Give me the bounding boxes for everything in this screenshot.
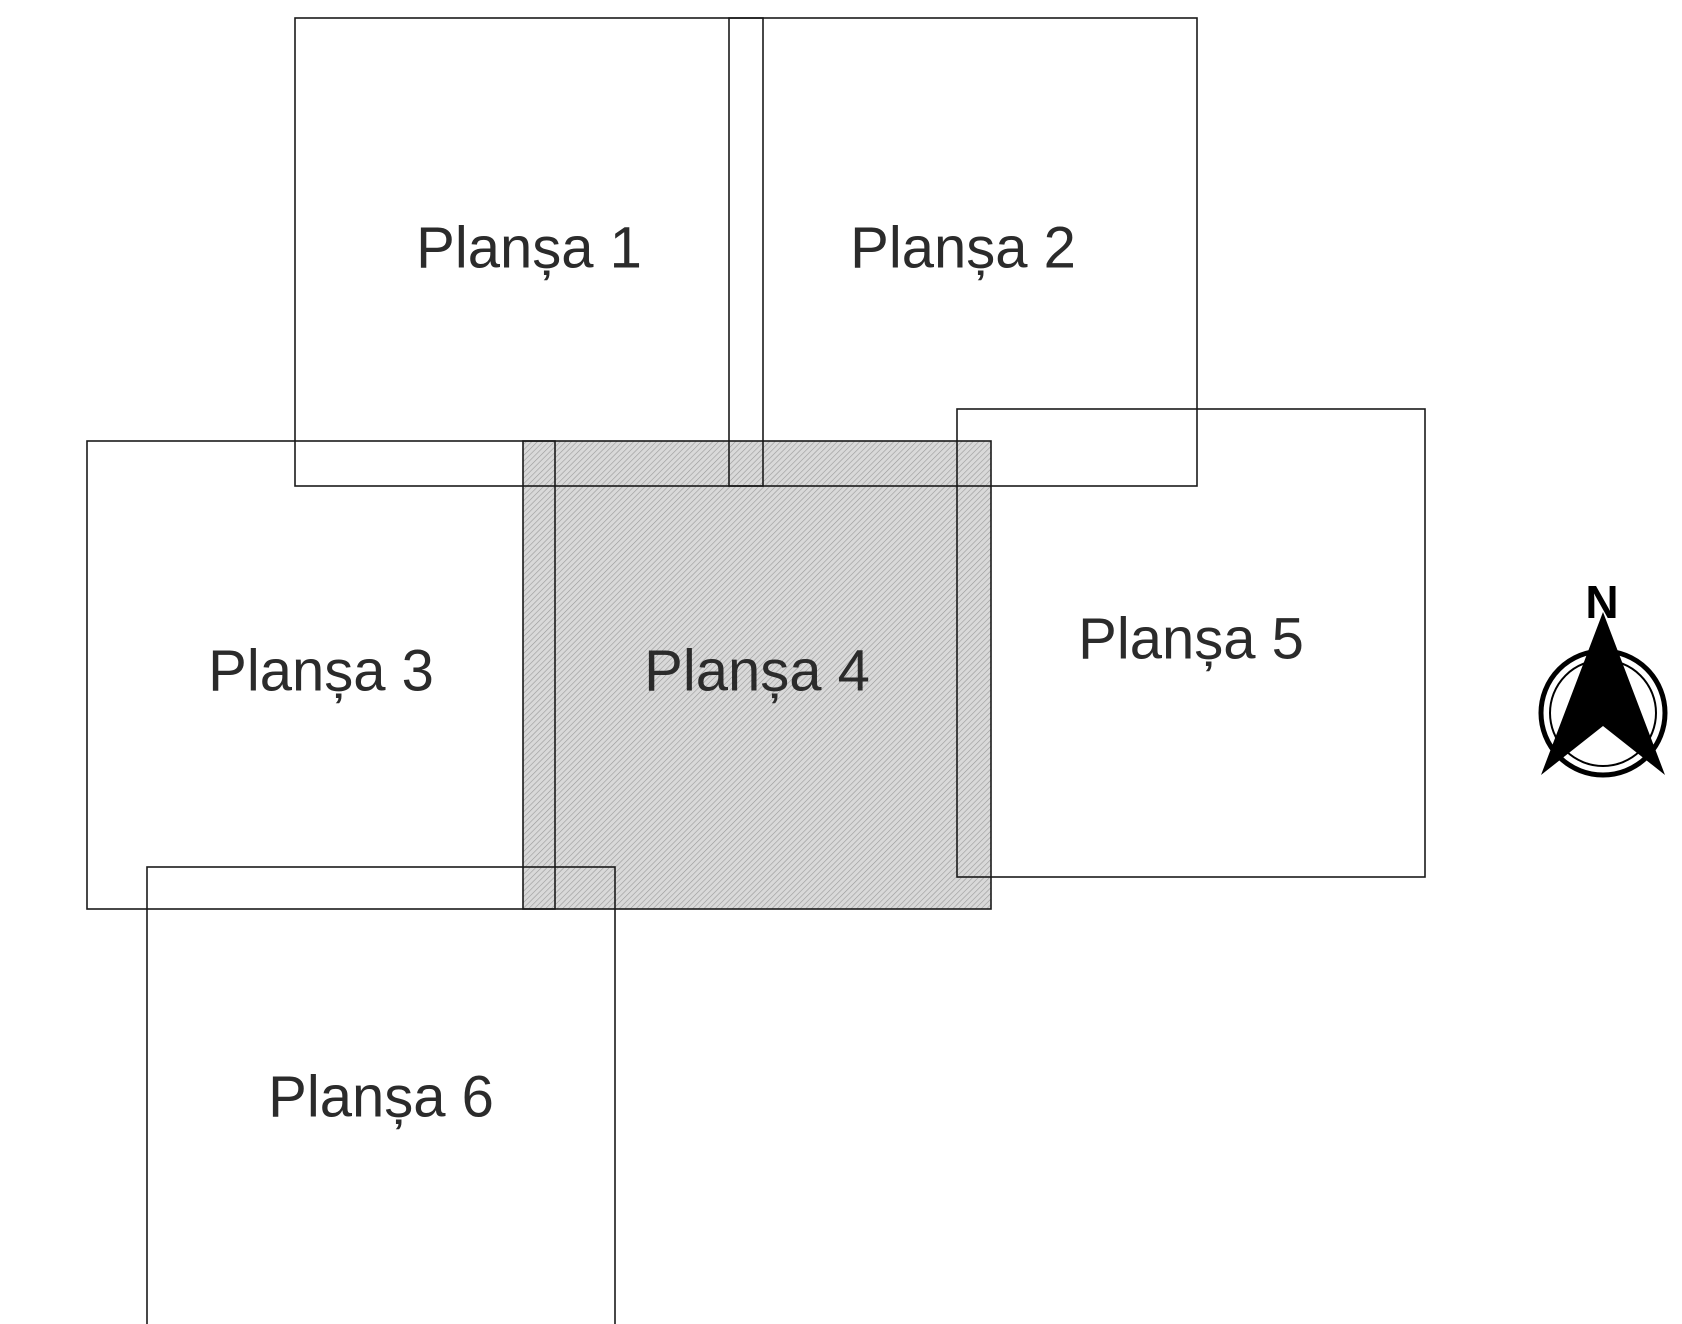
- sheet-6-outline[interactable]: [146, 866, 616, 1324]
- sheet-4-highlight: [523, 441, 991, 909]
- sheet-3-label: Planșa 3: [208, 638, 434, 703]
- north-arrow-icon: N: [1538, 576, 1668, 778]
- sheet-3-outline[interactable]: [86, 440, 556, 910]
- sheet-5-label: Planșa 5: [1078, 606, 1304, 671]
- north-letter: N: [1585, 576, 1618, 628]
- sheet-6-label: Planșa 6: [268, 1064, 494, 1129]
- sheet-1-label: Planșa 1: [416, 215, 642, 280]
- sheet-4-outline[interactable]: [522, 440, 992, 910]
- sheet-4-label: Planșa 4: [644, 638, 870, 703]
- sheet-2-label: Planșa 2: [850, 215, 1076, 280]
- sheet-5-outline[interactable]: [956, 408, 1426, 878]
- sheet-2-outline[interactable]: [728, 17, 1198, 487]
- sheet-1-outline[interactable]: [294, 17, 764, 487]
